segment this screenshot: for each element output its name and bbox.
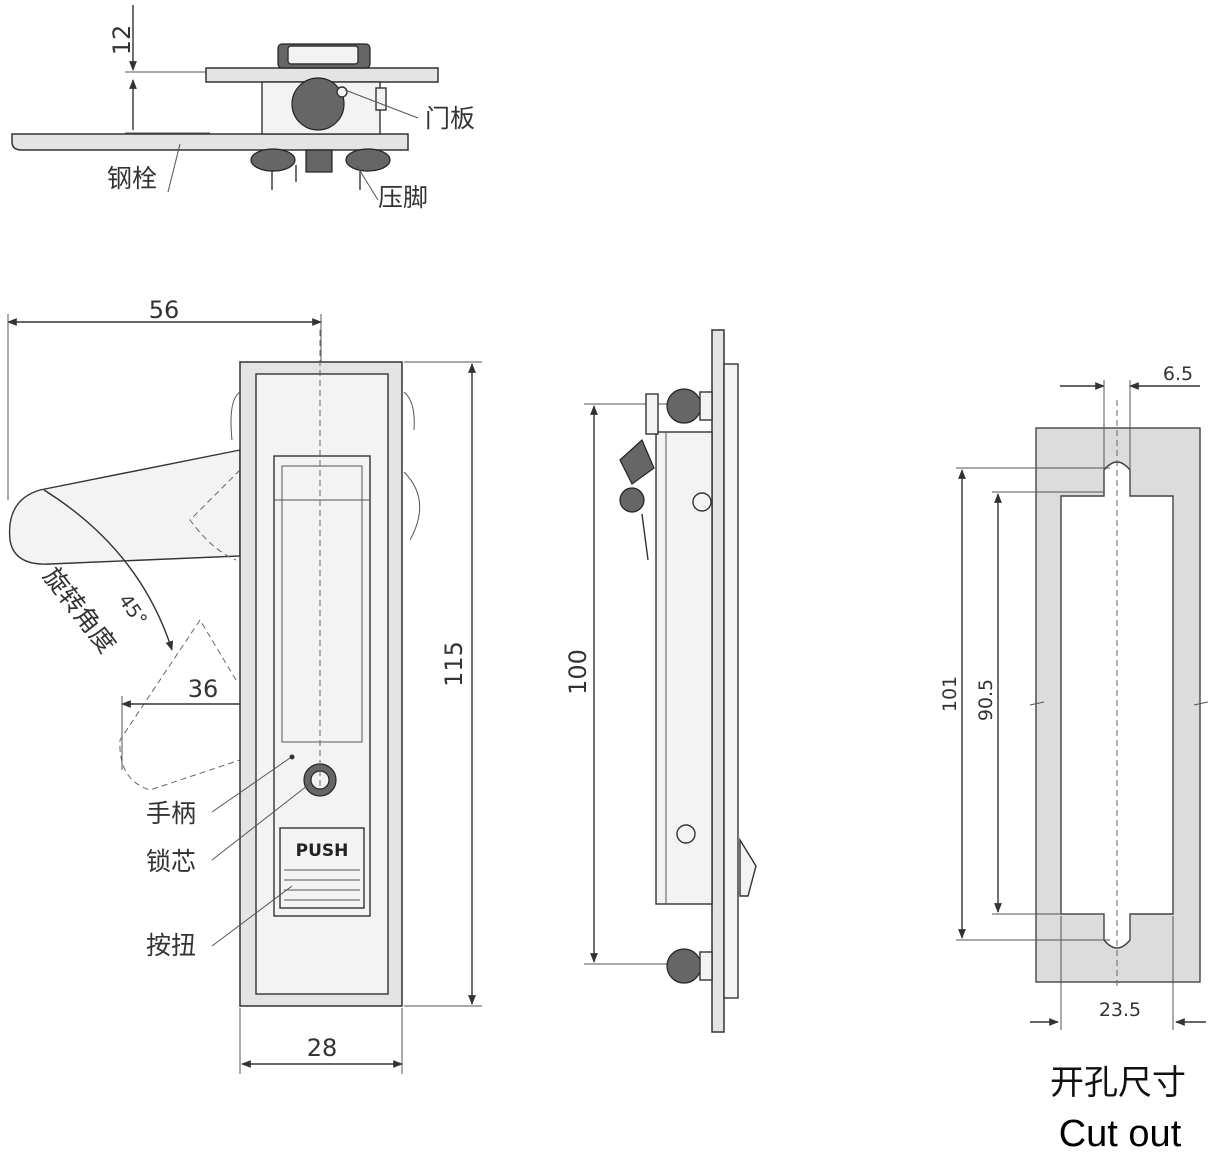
dimension-101: 101 [939, 467, 1110, 941]
clamp-foot-left [250, 148, 296, 172]
label-rotation-angle: 旋转角度 [37, 562, 121, 659]
clamp-foot-right [345, 148, 391, 172]
dimension-115: 115 [404, 361, 482, 1007]
front-view: 56 45° 旋转角度 36 PUSH [7, 296, 482, 1074]
dimension-101-text: 101 [939, 676, 961, 712]
label-clamp-foot: 压脚 [378, 183, 428, 212]
dimension-100: 100 [564, 403, 670, 965]
label-button: 按扭 [146, 931, 196, 960]
dimension-100-text: 100 [564, 649, 592, 695]
dimension-12-text: 12 [108, 25, 136, 56]
cam-pin [336, 86, 348, 98]
center-post [305, 149, 333, 173]
dimension-6-5: 6.5 [1060, 363, 1200, 470]
label-steel-bolt: 钢栓 [107, 164, 157, 193]
dimension-28-text: 28 [307, 1034, 338, 1062]
dimension-90-5: 90.5 [975, 491, 1104, 915]
stud-bottom [666, 948, 702, 984]
label-lock-core: 锁芯 [146, 847, 196, 876]
dimension-45-text: 45° [114, 590, 151, 630]
dimension-90-5-text: 90.5 [975, 679, 997, 721]
label-handle: 手柄 [146, 799, 196, 828]
dimension-36-text: 36 [188, 675, 219, 703]
push-button[interactable] [279, 827, 365, 909]
stud-top [666, 388, 702, 424]
cutout-caption-chinese: 开孔尺寸 [1050, 1063, 1186, 1103]
label-door-panel: 门板 [425, 104, 475, 133]
dimension-12: 12 [108, 5, 210, 134]
steel-bolt [11, 133, 409, 151]
latch-wheel [619, 487, 645, 513]
side-view: 100 [564, 329, 757, 1033]
dimension-28: 28 [239, 1008, 403, 1074]
top-view: 12 门板 钢栓 压脚 [11, 5, 475, 212]
cylinder-cap [287, 45, 359, 65]
dimension-56-text: 56 [149, 296, 180, 324]
side-tab [375, 87, 387, 111]
dimension-23-5-text: 23.5 [1099, 999, 1141, 1021]
cam-disc [291, 77, 345, 131]
dimension-6-5-text: 6.5 [1163, 363, 1193, 385]
latch-cam [619, 438, 655, 485]
dimension-23-5: 23.5 [1030, 916, 1206, 1030]
cutout-view: 6.5 101 90.5 23.5 开孔尺寸 Cut out [939, 363, 1209, 1152]
cutout-caption-english: Cut out [1059, 1113, 1182, 1152]
dimension-115-text: 115 [440, 641, 468, 687]
side-faceplate [711, 329, 725, 1033]
push-button-label: PUSH [296, 841, 349, 861]
handle-arm [8, 449, 241, 565]
